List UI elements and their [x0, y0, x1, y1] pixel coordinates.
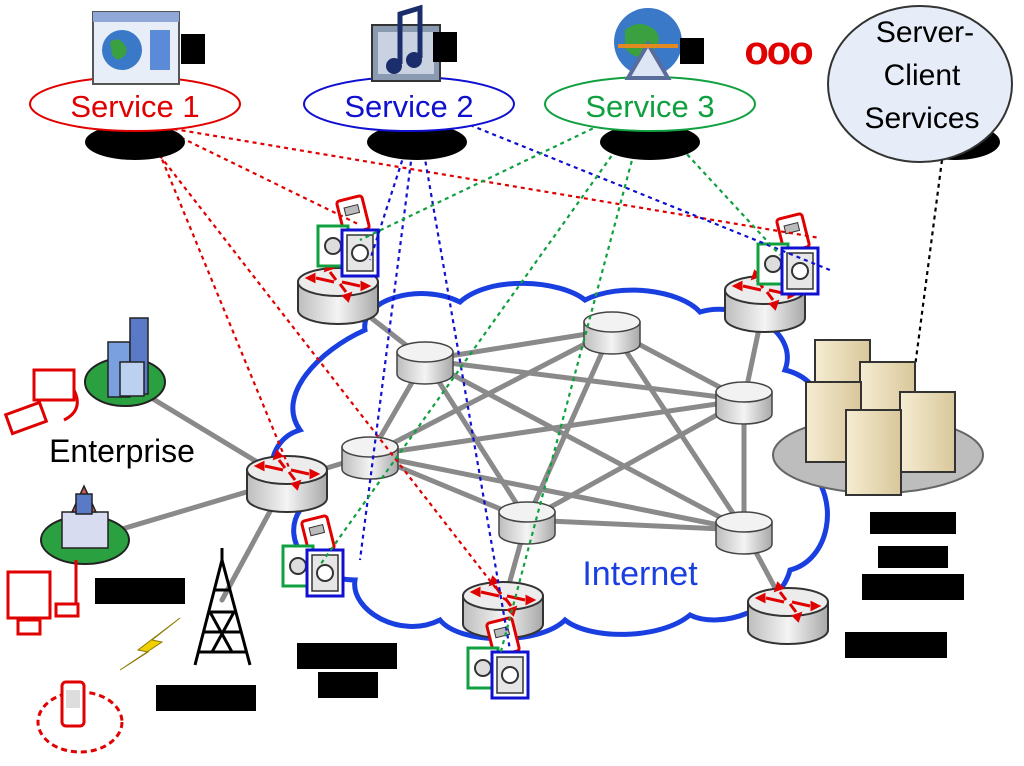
network-link — [367, 397, 747, 458]
internet-label: Internet — [582, 555, 698, 593]
redacted-block — [95, 578, 185, 604]
globe-tracker-icon — [614, 8, 704, 80]
mobile-phone-icon — [60, 680, 86, 728]
redacted-block — [433, 32, 457, 62]
enterprise-label: Enterprise — [49, 433, 195, 469]
network-link — [524, 517, 747, 533]
redacted-block — [878, 546, 948, 568]
service-2-label: Service 2 — [344, 89, 473, 124]
device-bundle-icon — [756, 211, 820, 296]
redacted-block — [862, 574, 964, 600]
building-icon — [61, 484, 109, 549]
server-client-line3: Services — [864, 102, 979, 135]
redacted-block — [156, 685, 256, 711]
router-icon — [746, 582, 830, 646]
enterprise-site: Enterprise — [3, 317, 195, 469]
server-client-line1: Server- — [876, 16, 974, 49]
core-node — [341, 436, 399, 480]
service-2: Service 2 — [303, 76, 515, 132]
network-link — [422, 357, 747, 403]
network-link — [367, 452, 747, 533]
server-client-services: Server- Client Services — [827, 5, 1013, 163]
home-site — [6, 484, 185, 636]
mobile-site — [36, 548, 256, 754]
redacted-block — [318, 672, 378, 698]
router-icon — [245, 450, 329, 514]
service-links — [139, 119, 944, 656]
core-node — [396, 341, 454, 385]
redacted-block — [181, 34, 205, 64]
computer-icon — [6, 560, 80, 636]
server-client-line2: Client — [884, 59, 961, 92]
service2-links — [358, 123, 831, 651]
music-film-icon — [371, 4, 457, 82]
browser-globe-icon — [92, 11, 205, 85]
server-client-link — [908, 159, 944, 406]
redacted-block — [297, 643, 397, 669]
network-link — [422, 327, 615, 363]
building-icon — [107, 317, 149, 398]
antenna-tower-icon — [193, 548, 252, 666]
redacted-block — [845, 632, 947, 658]
service-1-label: Service 1 — [70, 89, 199, 124]
network-link — [367, 327, 615, 458]
service1-links — [139, 119, 821, 601]
service-3: Service 3 — [544, 76, 756, 132]
network-link — [422, 357, 747, 533]
core-node — [583, 311, 641, 355]
service-1: Service 1 — [29, 76, 241, 132]
service-3-label: Service 3 — [585, 89, 714, 124]
lightning-icon — [119, 617, 181, 671]
network-link — [524, 397, 747, 523]
network-link — [609, 327, 747, 533]
core-node — [715, 381, 773, 425]
computer-icon — [3, 368, 79, 436]
server-rack-icon — [805, 339, 956, 496]
core-node — [715, 511, 773, 555]
service3-links — [319, 124, 781, 656]
redacted-block — [680, 38, 704, 64]
redacted-block — [870, 512, 956, 534]
core-node — [498, 501, 556, 545]
more-services-indicator: ooo — [744, 29, 812, 73]
server-cluster — [772, 339, 984, 600]
